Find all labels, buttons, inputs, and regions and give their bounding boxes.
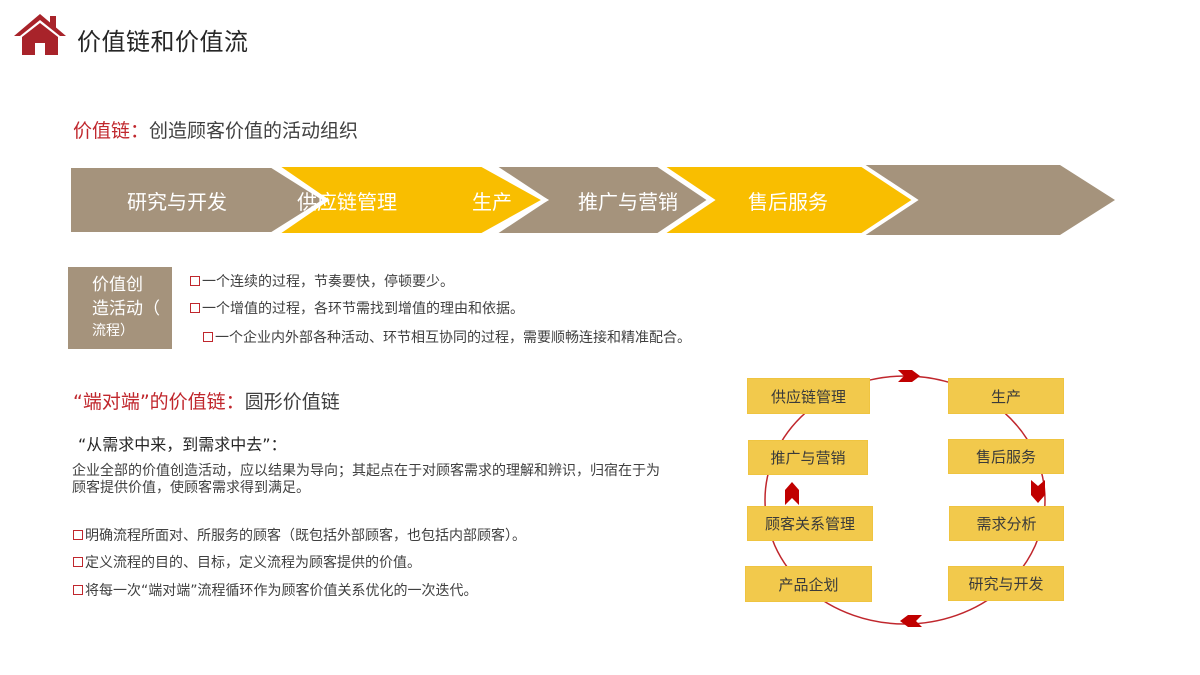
chevron-label-marketing[interactable]: 推广与营销 bbox=[578, 190, 678, 214]
end-to-end-heading: “端对端”的价值链：圆形价值链 bbox=[73, 387, 340, 414]
cycle-node-production[interactable]: 生产 bbox=[948, 378, 1064, 414]
end-to-end-heading-key: “端对端”的价值链： bbox=[73, 391, 245, 413]
end-to-end-bullet-1: 明确流程所面对、所服务的顾客（既包括外部顾客，也包括内部顾客）。 bbox=[73, 525, 526, 545]
checkbox-icon bbox=[203, 332, 213, 342]
value-chain-heading-text: 创造顾客价值的活动组织 bbox=[149, 120, 359, 142]
end-to-end-bullet-2: 定义流程的目的、目标，定义流程为顾客提供的价值。 bbox=[73, 552, 421, 572]
cycle-node-after-sales[interactable]: 售后服务 bbox=[948, 439, 1064, 474]
checkbox-icon bbox=[190, 303, 200, 313]
end-to-end-bullet-3: 将每一次“端对端”流程循环作为顾客价值关系优化的一次迭代。 bbox=[73, 580, 478, 600]
value-chain-heading-key: 价值链： bbox=[73, 120, 150, 142]
value-chain-heading: 价值链：创造顾客价值的活动组织 bbox=[73, 116, 358, 143]
chevron-label-supply-chain[interactable]: 供应链管理 bbox=[297, 190, 397, 214]
chevron-label-production[interactable]: 生产 bbox=[472, 190, 512, 214]
chevron-6 bbox=[865, 165, 1115, 235]
checkbox-icon bbox=[73, 585, 83, 595]
value-creation-bullet-3: 一个企业内外部各种活动、环节相互协同的过程，需要顺畅连接和精准配合。 bbox=[203, 327, 691, 347]
end-to-end-quote: “从需求中来，到需求中去”： bbox=[78, 435, 287, 454]
page-title: 价值链和价值流 bbox=[77, 28, 249, 56]
arrow-right-icon bbox=[898, 370, 920, 382]
cycle-node-rnd[interactable]: 研究与开发 bbox=[948, 566, 1064, 601]
value-creation-bullet-2: 一个增值的过程，各环节需找到增值的理由和依据。 bbox=[190, 298, 524, 318]
checkbox-icon bbox=[190, 276, 200, 286]
cycle-node-product-planning[interactable]: 产品企划 bbox=[745, 566, 872, 602]
checkbox-icon bbox=[73, 530, 83, 540]
value-creation-box-line1: 价值创 bbox=[92, 275, 143, 295]
value-creation-box: 价值创 造活动（ 流程） bbox=[68, 267, 172, 349]
home-icon bbox=[14, 14, 66, 55]
arrow-left-icon bbox=[900, 615, 922, 627]
value-creation-bullet-1: 一个连续的过程，节奏要快，停顿要少。 bbox=[190, 271, 454, 291]
checkbox-icon bbox=[73, 557, 83, 567]
value-creation-box-line3: 流程） bbox=[92, 323, 134, 339]
chevron-label-rnd[interactable]: 研究与开发 bbox=[127, 190, 227, 214]
cycle-node-demand-analysis[interactable]: 需求分析 bbox=[949, 506, 1064, 541]
chevron-label-after-sales[interactable]: 售后服务 bbox=[748, 190, 828, 214]
end-to-end-heading-text: 圆形价值链 bbox=[244, 391, 340, 413]
arrow-up-icon bbox=[785, 482, 799, 505]
value-creation-box-line2: 造活动（ bbox=[92, 299, 160, 319]
arrow-down-icon bbox=[1031, 480, 1045, 503]
cycle-node-marketing[interactable]: 推广与营销 bbox=[748, 440, 868, 475]
cycle-node-supply-chain[interactable]: 供应链管理 bbox=[747, 378, 870, 414]
end-to-end-paragraph: 企业全部的价值创造活动，应以结果为导向；其起点在于对顾客需求的理解和辨识，归宿在… bbox=[72, 463, 660, 496]
cycle-node-crm[interactable]: 顾客关系管理 bbox=[747, 506, 873, 541]
